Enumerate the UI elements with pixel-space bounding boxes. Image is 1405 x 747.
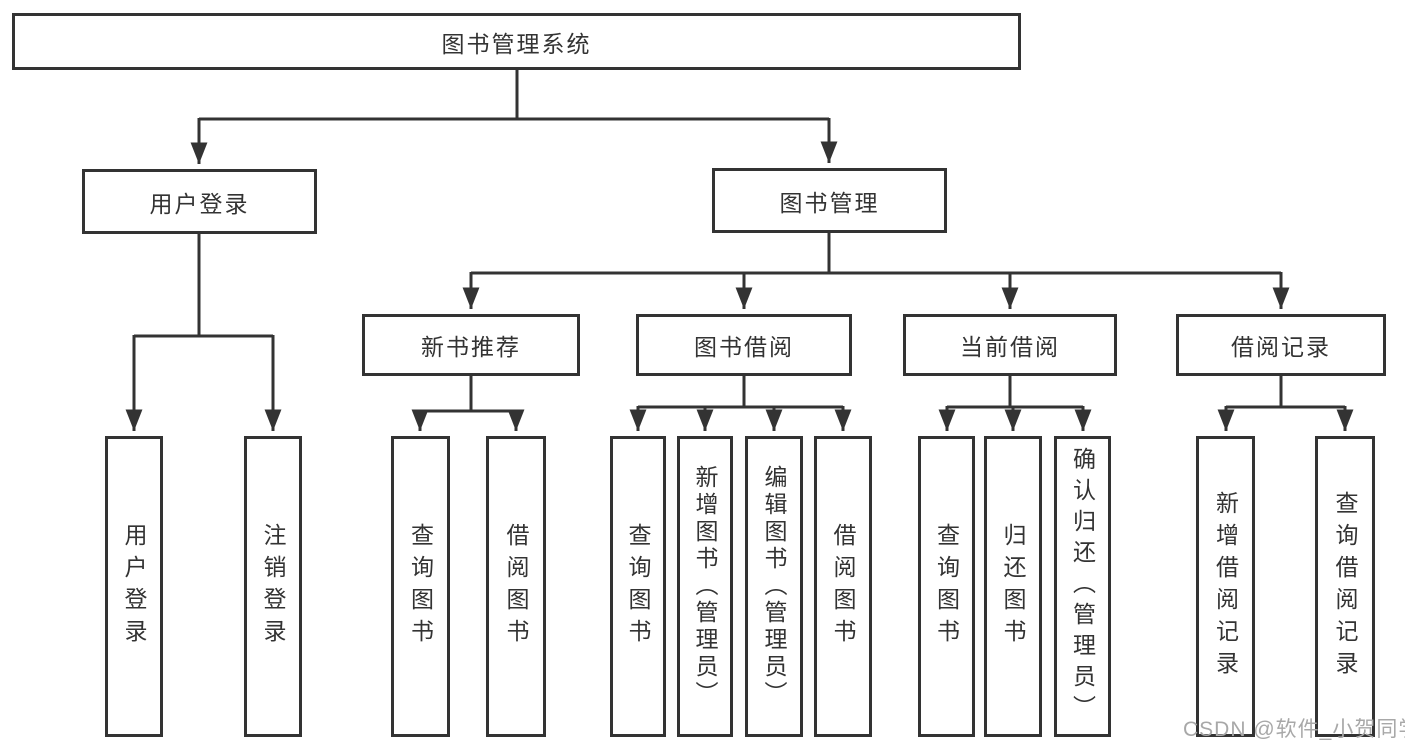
leaf-query-books-recommend: 查询图书	[391, 436, 450, 737]
leaf-add-borrow-record: 新增借阅记录	[1196, 436, 1255, 737]
node-label: 图书管理系统	[441, 30, 592, 57]
leaf-query-books-current: 查询图书	[918, 436, 975, 737]
node-label: 查询图书	[407, 522, 434, 651]
node-label: 当前借阅	[960, 334, 1060, 360]
leaf-return-books: 归还图书	[984, 436, 1042, 737]
node-label: 图书借阅	[694, 334, 794, 360]
node-label: 新增借阅记录	[1212, 490, 1239, 683]
leaf-query-books-borrowing: 查询图书	[610, 436, 666, 737]
csdn-watermark: CSDN @软件_小贺同学	[1183, 718, 1405, 741]
leaf-query-borrow-record: 查询借阅记录	[1315, 436, 1375, 737]
leaf-add-books-admin: 新增图书（管理员）	[677, 436, 733, 737]
node-label: 用户登录	[149, 190, 250, 217]
node-library-management-system: 图书管理系统	[12, 13, 1021, 70]
leaf-edit-books-admin: 编辑图书（管理员）	[745, 436, 803, 737]
node-borrowing-records: 借阅记录	[1176, 314, 1386, 376]
node-label: 借阅记录	[1231, 334, 1331, 360]
leaf-logout: 注销登录	[244, 436, 302, 737]
node-current-borrowing: 当前借阅	[903, 314, 1117, 376]
leaf-borrow-books-recommend: 借阅图书	[486, 436, 546, 737]
node-label: 查询图书	[625, 522, 651, 651]
node-label: 借阅图书	[830, 522, 856, 651]
node-label: 确认归还（管理员）	[1069, 447, 1096, 726]
node-label: 图书管理	[779, 189, 880, 216]
node-label: 新增图书（管理员）	[692, 465, 718, 708]
node-new-book-recommend: 新书推荐	[362, 314, 580, 376]
node-label: 用户登录	[121, 522, 147, 651]
leaf-confirm-return-admin: 确认归还（管理员）	[1054, 436, 1111, 737]
node-label: 查询图书	[933, 522, 960, 651]
node-user-login: 用户登录	[82, 169, 317, 234]
node-label: 注销登录	[260, 522, 286, 651]
node-label: 查询借阅记录	[1332, 490, 1358, 683]
node-label: 编辑图书（管理员）	[761, 465, 787, 708]
node-book-management: 图书管理	[712, 168, 947, 233]
node-book-borrowing: 图书借阅	[636, 314, 852, 376]
node-label: 借阅图书	[503, 522, 529, 651]
leaf-borrow-books-borrowing: 借阅图书	[814, 436, 872, 737]
leaf-user-login: 用户登录	[105, 436, 163, 737]
node-label: 新书推荐	[421, 334, 521, 360]
node-label: 归还图书	[1000, 522, 1026, 651]
